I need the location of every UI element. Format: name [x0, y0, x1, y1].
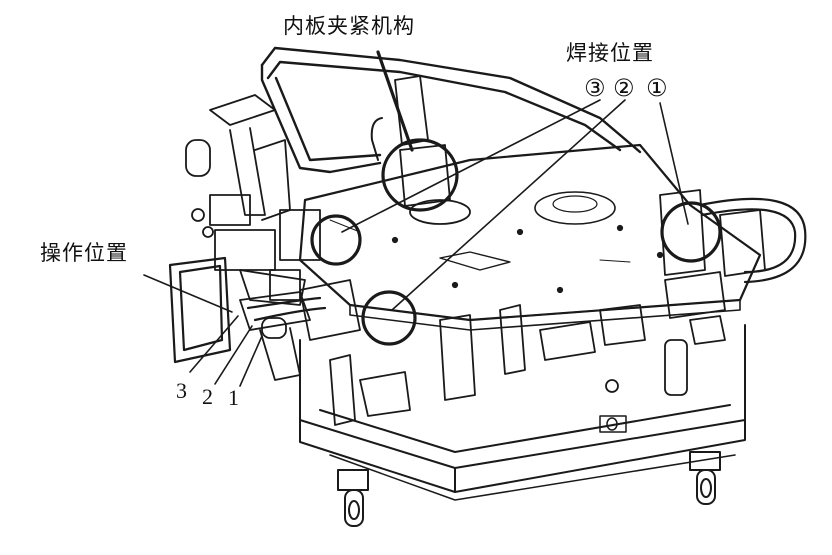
label-operating-position: 操作位置 [40, 241, 128, 265]
label-circled-2: ② [613, 74, 635, 102]
leader-num-1 [239, 335, 263, 387]
leader-lines [143, 50, 689, 387]
caster-wheel-middle [599, 415, 627, 433]
leader-inner-clamp [376, 50, 414, 152]
leader-num-3 [189, 315, 239, 373]
label-circled-3: ③ [584, 74, 606, 102]
leader-weld-2 [391, 99, 626, 311]
circle-weld-3 [310, 214, 362, 266]
caster-wheel-left [337, 469, 369, 527]
leader-weld-3 [341, 99, 601, 233]
label-num-2: 2 [202, 384, 213, 409]
label-welding-position: 焊接位置 [566, 41, 654, 65]
base-frame [299, 324, 746, 501]
circle-inner-clamp [381, 138, 459, 212]
label-num-3: 3 [176, 378, 187, 403]
leader-num-2 [214, 325, 253, 385]
inner-panel-clamp [394, 75, 471, 225]
caster-wheel-right [689, 451, 721, 505]
circle-weld-2 [361, 290, 417, 346]
circle-weld-1 [660, 201, 722, 263]
label-inner-panel-clamp: 内板夹紧机构 [283, 14, 415, 38]
leader-operate [143, 274, 233, 313]
hose-right [698, 197, 807, 284]
highlight-circles [310, 138, 722, 346]
label-circled-1: ① [646, 74, 668, 102]
label-num-1: 1 [228, 385, 239, 410]
front-clamp-row [239, 279, 411, 426]
center-post-clamps [439, 304, 646, 401]
operator-grip-frame [168, 256, 232, 364]
hose-left [246, 296, 327, 322]
left-clamp-assembly [185, 94, 321, 306]
door-frame-panel [260, 46, 642, 174]
leader-weld-1 [659, 102, 689, 225]
